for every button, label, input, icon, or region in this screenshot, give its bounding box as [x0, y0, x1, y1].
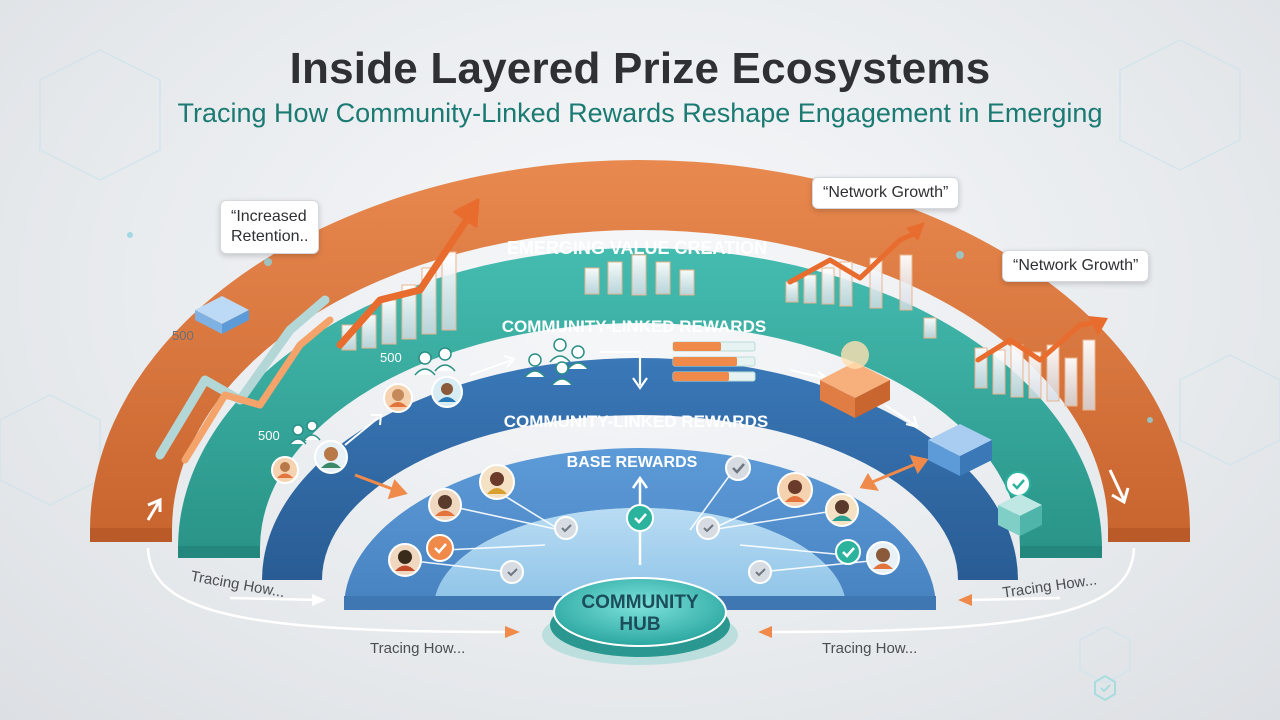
people-pair-icon-upper: [414, 347, 456, 376]
callout-retention-line2: Retention..: [231, 228, 309, 245]
callout-retention-line1: “Increased: [231, 208, 307, 225]
person-avatar-icon: [383, 383, 413, 413]
down-arrow-second-band: [600, 350, 648, 390]
check-icon: [426, 534, 454, 562]
people-pair-icon-lower: [289, 420, 321, 445]
cube-icon-teal: [998, 494, 1042, 536]
ring-outer-band: [90, 160, 1190, 530]
second-band-base-left: [178, 546, 260, 558]
outer-band-base-right: [1108, 528, 1190, 542]
avatar-row: [271, 376, 900, 577]
counter-mid: 500: [380, 350, 402, 365]
person-avatar-icon: [314, 440, 348, 474]
person-avatar-icon: [428, 488, 462, 522]
orange-arrow-right: [859, 454, 929, 491]
orange-arrow-left: [354, 473, 408, 500]
bottom-flow-right: [769, 547, 1136, 634]
person-avatar-icon: [866, 541, 900, 575]
trend-arrow-icon-left: [155, 198, 480, 464]
trend-arrow-icon-right: [787, 222, 1108, 363]
bottom-flow-left-arrowhead: [505, 626, 520, 638]
check-icon: [696, 516, 720, 540]
ring-third-band: [262, 358, 1018, 580]
check-icon: [835, 539, 861, 565]
flow-arrow-outer-left: [146, 497, 162, 521]
ring-outer-label: EMERGING VALUE CREATION: [507, 238, 767, 258]
callout-increased-retention: “Increased Retention..: [220, 200, 320, 254]
person-avatar-icon: [431, 376, 463, 408]
progress-bars-icon: [672, 341, 756, 382]
cube-icon-left: [195, 296, 249, 334]
hub-top: [553, 577, 727, 647]
sparkle-decor: [127, 232, 1153, 423]
outer-band-base-left: [90, 528, 172, 542]
bottom-flow-left: [146, 547, 506, 634]
page-title: Inside Layered Prize Ecosystems: [289, 44, 991, 93]
bar-chart-icon-center: [584, 254, 695, 296]
ring-inner-label: BASE REWARDS: [567, 454, 698, 471]
hub-label-line1: COMMUNITY: [581, 592, 698, 613]
check-badges: [426, 455, 1031, 584]
person-avatar-icon: [479, 464, 515, 500]
person-avatar-icon: [777, 472, 813, 508]
person-avatar-icon: [271, 456, 299, 484]
flow-label-right-lower: Tracing How...: [822, 640, 918, 657]
check-icon: [500, 560, 524, 584]
connector-lines: [404, 467, 881, 573]
people-group-icon: [524, 338, 589, 386]
ring-second-label: COMMUNITY-LINKED REWARDS: [502, 317, 766, 336]
bottom-flow-right-arrowhead: [758, 626, 772, 638]
check-icon: [626, 504, 654, 532]
flow-right-upper-arrowhead: [958, 594, 972, 606]
person-avatar-icon: [388, 543, 422, 577]
flow-label-left-lower: Tracing How...: [370, 640, 466, 657]
check-icon: [554, 516, 578, 540]
cube-stack-icon-orange: [820, 341, 890, 418]
callout-network-growth-top: “Network Growth”: [812, 177, 960, 209]
check-icon: [725, 455, 751, 481]
second-band-base-right: [1020, 546, 1102, 558]
person-avatar-icon: [825, 493, 859, 527]
page-subtitle: Tracing How Community-Linked Rewards Res…: [177, 98, 1103, 128]
shield-check-decor: [1094, 674, 1116, 702]
cube-stack-icon-blue: [928, 424, 992, 476]
check-icon: [1005, 471, 1031, 497]
flow-arrow-outer-right: [1108, 469, 1130, 505]
ring-third-label: COMMUNITY-LINKED REWARDS: [504, 412, 768, 431]
check-icon: [748, 560, 772, 584]
counter-low: 500: [258, 428, 280, 443]
counter-left: 500: [172, 328, 194, 343]
flow-left-upper-arrowhead: [312, 594, 326, 606]
hub-label-line2: HUB: [619, 614, 660, 635]
callout-network-growth-right: “Network Growth”: [1002, 250, 1150, 282]
